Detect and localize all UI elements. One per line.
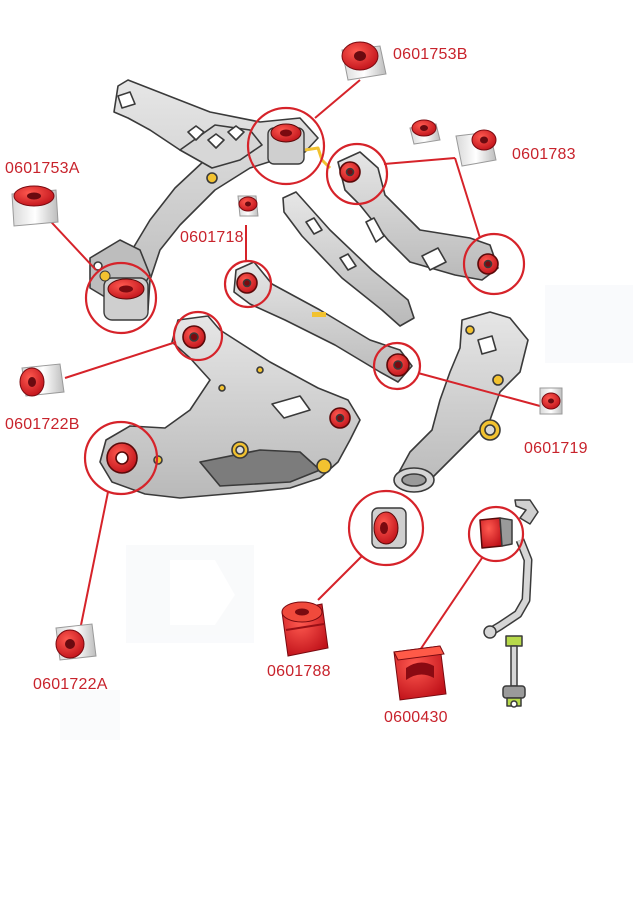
- wheel-knuckle: [393, 311, 529, 493]
- watermark: [60, 285, 633, 740]
- highlight-circle-lateral-outer: [372, 341, 422, 391]
- lower-control-arm: [99, 315, 361, 499]
- bushing-0601718-icon: [237, 195, 259, 217]
- highlight-circle-lateral-inner: [223, 259, 273, 309]
- bushing-0601722B-icon: [19, 363, 65, 397]
- highlight-circle-lower-inner: [172, 310, 224, 362]
- upper-control-arm: [337, 151, 499, 281]
- bushing-0601753A-icon: [11, 185, 59, 227]
- highlight-circles: [83, 106, 526, 567]
- bushing-0600430-icon: [393, 645, 447, 701]
- part-label-0601753B: 0601753B: [393, 46, 468, 63]
- part-label-0601719: 0601719: [524, 440, 588, 457]
- highlight-circle-subframe-front: [84, 261, 158, 335]
- bushing-0601722A-icon: [55, 623, 97, 661]
- subframe-bushing-front: [99, 270, 149, 321]
- highlight-circle-upper-arm-inner: [325, 142, 389, 206]
- trailing-link: [282, 191, 415, 327]
- sway-bar-link: [479, 499, 539, 708]
- part-label-0601722A: 0601722A: [33, 676, 108, 693]
- part-label-0601783: 0601783: [512, 146, 576, 163]
- highlight-circle-lower-front: [83, 420, 159, 496]
- part-label-0601718: 0601718: [180, 229, 244, 246]
- part-label-0600430: 0600430: [384, 709, 448, 726]
- hub-bushing-installed: [371, 507, 407, 549]
- bushing-0601788-icon: [281, 601, 329, 657]
- part-label-0601788: 0601788: [267, 663, 331, 680]
- bushing-0601783-icon: [409, 119, 497, 167]
- bushing-0601753B-icon: [341, 41, 387, 81]
- lateral-link: [233, 261, 413, 383]
- subframe-bushing-rear: [267, 123, 305, 165]
- highlight-circle-hub: [347, 489, 425, 567]
- highlight-circle-sway-bar: [467, 505, 525, 563]
- highlight-circle-subframe-rear: [246, 106, 326, 186]
- highlight-circle-upper-arm-outer: [462, 232, 526, 296]
- bushing-0601719-icon: [539, 387, 563, 415]
- part-label-0601722B: 0601722B: [5, 416, 80, 433]
- part-label-0601753A: 0601753A: [5, 160, 80, 177]
